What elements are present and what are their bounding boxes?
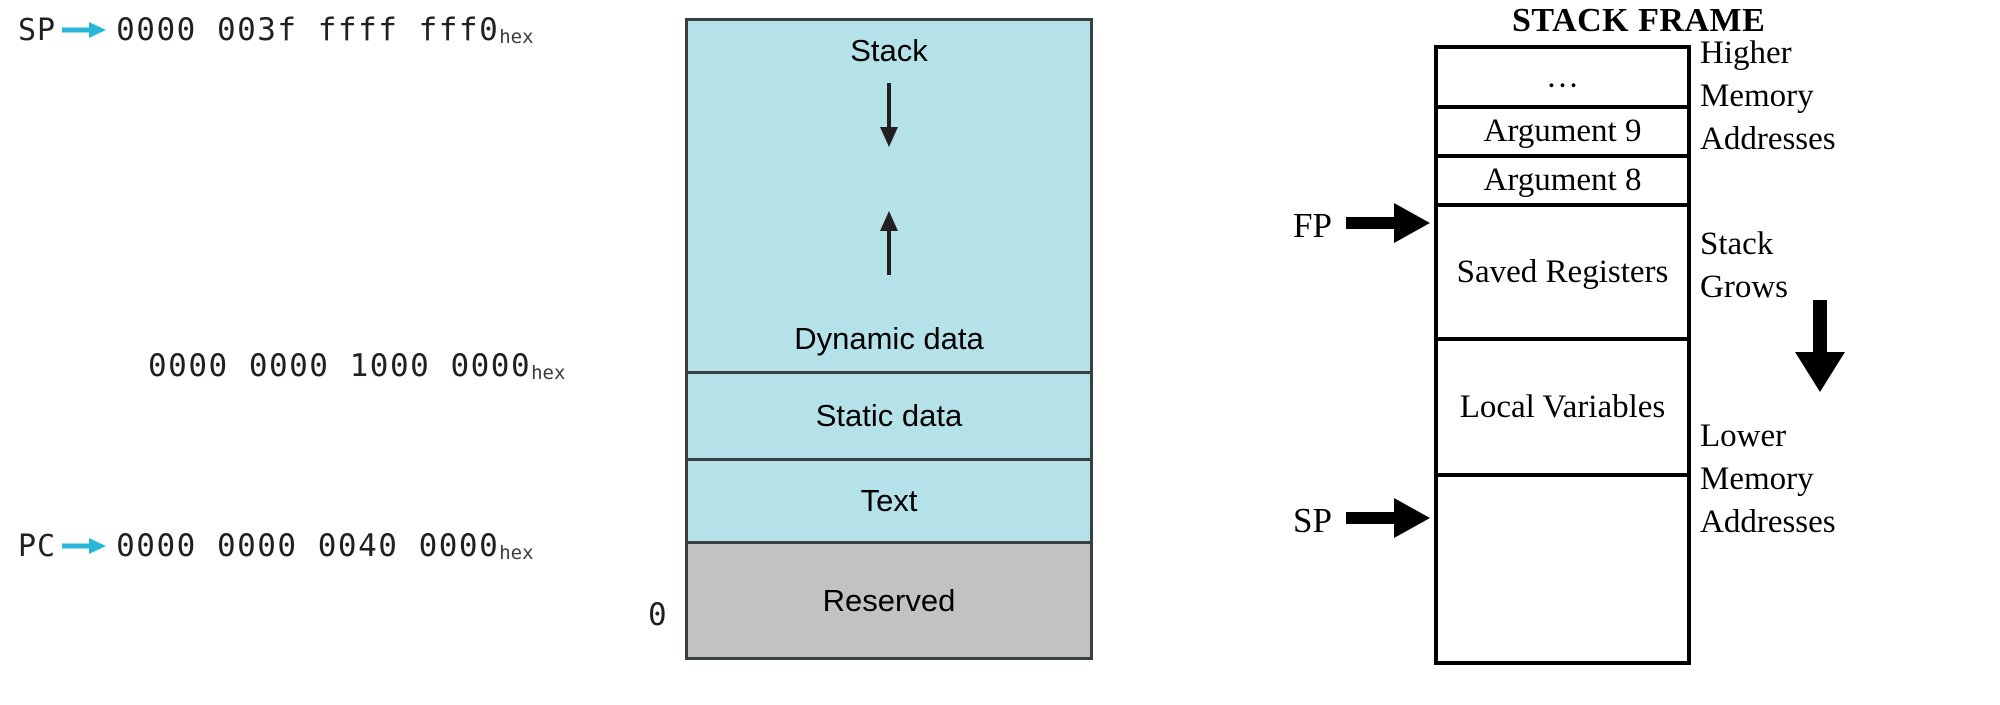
side-label-line: Memory: [1700, 77, 1814, 114]
address-subscript-pc: hex: [499, 542, 534, 564]
stack-frame-pointer-fp: FP: [1293, 200, 1432, 251]
memory-segment-label-stack: Stack: [850, 33, 928, 68]
address-value-static-base: 0000 0000 1000 0000: [148, 348, 532, 384]
stack-frame-divider: [1438, 154, 1687, 158]
stack-frame-box: … Argument 9 Argument 8 Saved Registers …: [1434, 45, 1691, 665]
side-label-lower-memory-addresses: Lower Memory Addresses: [1700, 415, 1836, 544]
register-label-sp: SP: [18, 12, 57, 48]
stack-frame-row-free-space: [1438, 477, 1687, 661]
stack-frame-divider: [1438, 203, 1687, 207]
right-arrow-icon: [62, 19, 108, 41]
stack-frame-row-label: Saved Registers: [1456, 253, 1669, 290]
memory-segment-reserved: Reserved: [688, 544, 1090, 657]
stack-frame-row-local-variables: Local Variables: [1438, 341, 1687, 473]
stack-frame-row-argument-8: Argument 8: [1438, 158, 1687, 203]
memory-segment-static-data: Static data: [688, 374, 1090, 458]
stack-frame-row-ellipsis: …: [1438, 49, 1687, 105]
address-subscript-static-base: hex: [531, 362, 566, 384]
memory-layout-box: Stack Dynamic data Static data Text: [685, 18, 1093, 660]
stack-frame-row-label: …: [1546, 58, 1579, 95]
thick-right-arrow-icon: [1345, 200, 1432, 251]
side-label-line: Stack: [1700, 226, 1774, 262]
side-label-line: Addresses: [1700, 503, 1836, 540]
address-value-pc: 0000 0000 0040 0000: [116, 528, 500, 564]
stack-frame-divider: [1438, 473, 1687, 477]
stack-grows-down-icon: [877, 83, 901, 154]
heap-grows-up-icon: [877, 209, 901, 280]
segment-divider: [688, 371, 1090, 374]
stack-frame-row-label: Argument 8: [1483, 162, 1642, 198]
side-label-higher-memory-addresses: Higher Memory Addresses: [1700, 32, 1836, 161]
stack-frame-pointer-sp: SP: [1293, 495, 1432, 546]
address-value-zero: 0: [648, 597, 667, 633]
side-label-stack-grows: Stack Grows: [1700, 223, 1788, 309]
stack-frame-row-argument-9: Argument 9: [1438, 109, 1687, 154]
address-value-sp: 0000 003f ffff fff0: [116, 12, 500, 48]
stack-frame-row-label: Argument 9: [1483, 113, 1642, 149]
memory-segment-label-dynamic-data: Dynamic data: [794, 321, 984, 357]
register-label-fp: FP: [1293, 205, 1332, 245]
memory-segment-text: Text: [688, 461, 1090, 541]
side-label-line: Higher: [1700, 35, 1792, 71]
register-label-sp-frame: SP: [1293, 500, 1332, 540]
segment-divider: [688, 458, 1090, 461]
memory-segment-stack: Stack Dynamic data: [688, 21, 1090, 371]
stack-frame-divider: [1438, 105, 1687, 109]
address-subscript-sp: hex: [499, 26, 534, 48]
right-arrow-icon: [62, 535, 108, 557]
stack-frame-divider: [1438, 337, 1687, 341]
side-label-line: Grows: [1700, 268, 1788, 305]
stack-frame-title: STACK FRAME: [1512, 2, 1766, 39]
register-label-pc: PC: [18, 528, 57, 564]
thick-down-arrow-icon: [1793, 300, 1847, 399]
stack-frame-row-saved-registers: Saved Registers: [1438, 207, 1687, 337]
thick-right-arrow-icon: [1345, 495, 1432, 546]
segment-divider: [688, 541, 1090, 544]
stack-frame-row-label: Local Variables: [1459, 388, 1666, 425]
memory-segment-label-static-data: Static data: [815, 398, 963, 434]
memory-segment-label-text: Text: [860, 483, 918, 519]
side-label-line: Addresses: [1700, 120, 1836, 157]
memory-segment-label-reserved: Reserved: [822, 582, 956, 618]
side-label-line: Memory: [1700, 460, 1814, 497]
side-label-line: Lower: [1700, 418, 1787, 454]
